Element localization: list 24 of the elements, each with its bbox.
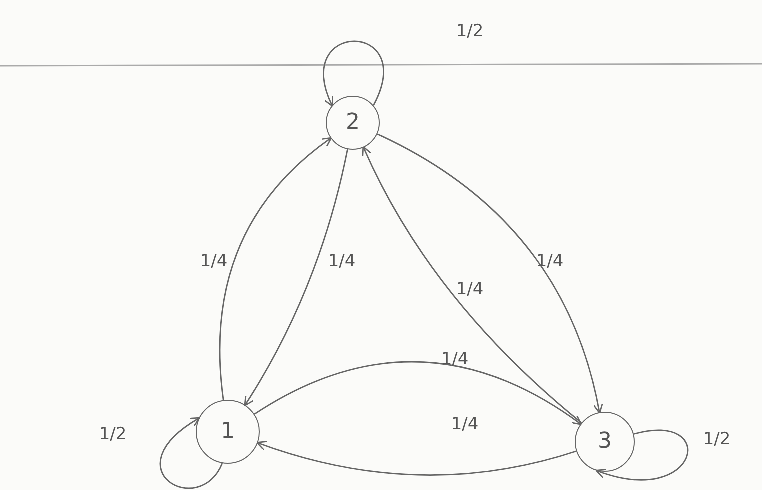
state-circle (196, 400, 260, 464)
state-number: 1 (221, 421, 235, 443)
edge-label: 1/4 (451, 416, 479, 434)
state-number: 3 (598, 431, 612, 453)
transition-arrow (362, 146, 582, 424)
edge-label: 1/4 (456, 282, 484, 298)
edge-label: 1/4 (536, 254, 564, 270)
state-circle (575, 412, 635, 472)
transition-arrow (160, 417, 224, 490)
edge-label: 1/4 (441, 352, 469, 368)
transition-arrow (254, 361, 582, 426)
state-circle (326, 96, 380, 150)
edge-label: 1/2 (99, 426, 127, 444)
transition-arrow (323, 40, 384, 108)
edge-label: 1/4 (200, 254, 228, 270)
edge-label: 1/2 (703, 432, 731, 448)
transition-arrow (596, 430, 688, 481)
edge-label: 1/4 (328, 254, 356, 270)
state-number: 2 (346, 112, 360, 134)
transition-arrow (377, 134, 604, 414)
transition-arrow (219, 137, 332, 400)
transition-arrow (244, 149, 348, 407)
edge-label: 1/2 (456, 24, 484, 40)
transition-arrow (256, 440, 577, 476)
